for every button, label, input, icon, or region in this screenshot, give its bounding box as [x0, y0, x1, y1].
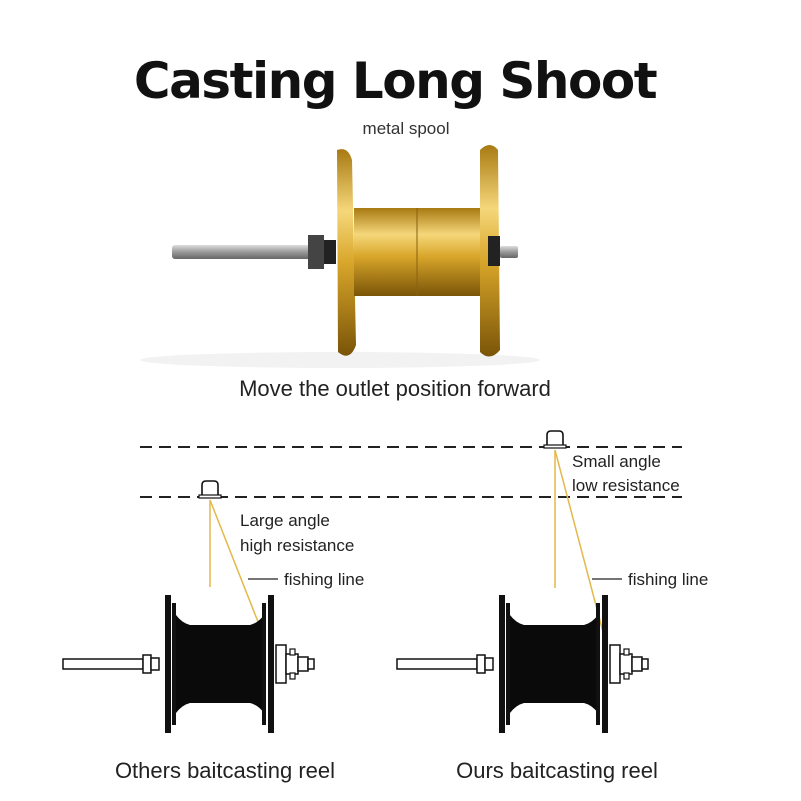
others-reel-caption: Others baitcasting reel [115, 758, 335, 783]
resistance-label: high resistance [240, 536, 354, 555]
angle-label: Large angle [240, 511, 330, 530]
subtitle: metal spool [363, 119, 450, 138]
line-guide-icon [543, 430, 567, 449]
ours-reel-caption: Ours baitcasting reel [456, 758, 658, 783]
line-guide-icon [198, 480, 222, 499]
fishing-line-angled [209, 499, 265, 638]
fishing-line-angled [554, 449, 604, 633]
fishing-line-label: fishing line [284, 570, 364, 589]
fishing-line-label: fishing line [628, 570, 708, 589]
resistance-label: low resistance [572, 476, 680, 495]
others-reel-diagram [62, 594, 315, 734]
angle-label: Small angle [572, 452, 661, 471]
metal-spool-photo [140, 145, 540, 368]
photo-caption: Move the outlet position forward [239, 376, 551, 401]
page-title: Casting Long Shoot [134, 52, 657, 110]
ours-reel-diagram [396, 594, 649, 734]
